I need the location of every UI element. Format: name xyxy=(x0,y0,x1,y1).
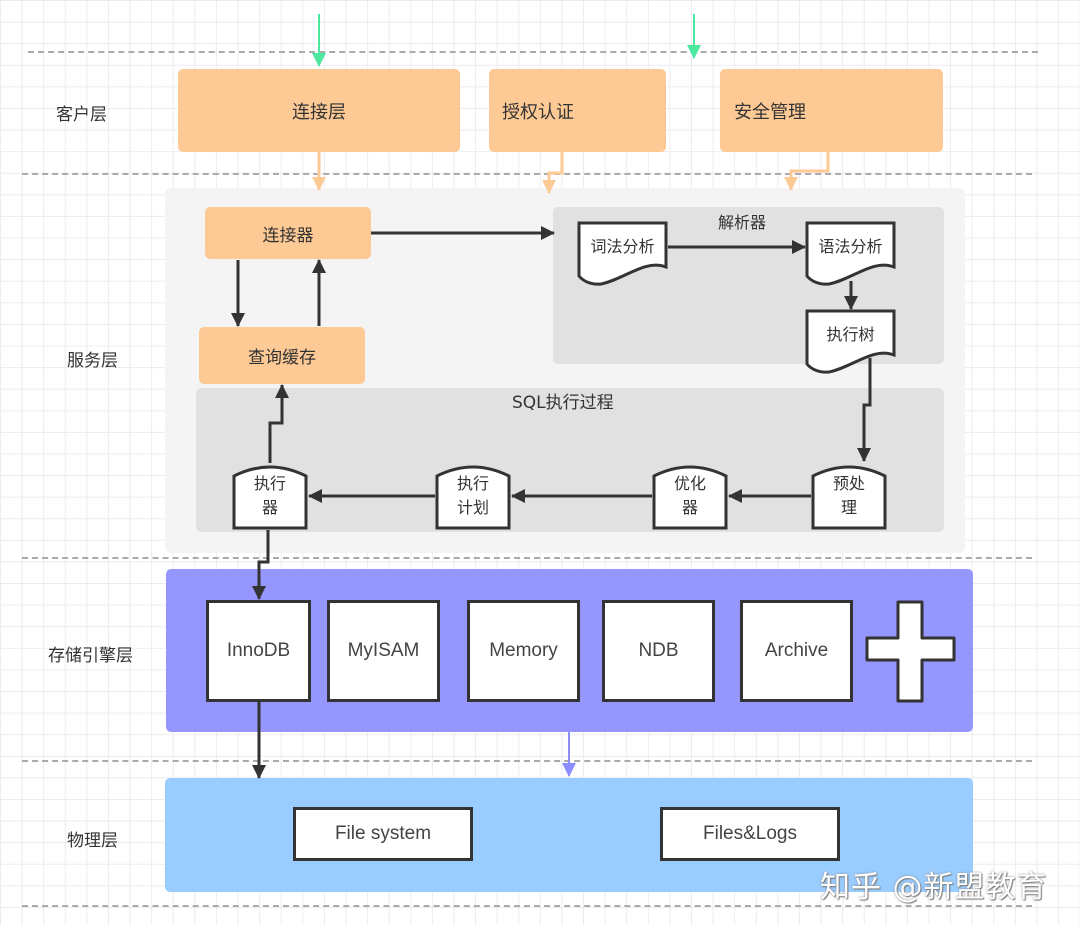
optimizer-label-line2: 器 xyxy=(681,498,698,517)
executor-label: 执行器 xyxy=(254,472,286,520)
client-to-service-arrow-3 xyxy=(784,152,830,191)
document-shape-icon xyxy=(805,221,896,286)
document-shape-icon xyxy=(805,309,896,374)
layer-label-client: 客户层 xyxy=(56,105,107,125)
connection-layer-box[interactable]: 连接层 xyxy=(178,69,460,152)
exec-plan-label: 执行计划 xyxy=(457,472,489,520)
engine-archive[interactable]: Archive xyxy=(740,600,853,702)
executor-label-line1: 执行 xyxy=(253,474,286,493)
connection-layer-label: 连接层 xyxy=(292,101,346,123)
query-cache-box[interactable]: 查询缓存 xyxy=(199,327,365,384)
preprocess-label: 预处理 xyxy=(833,472,865,520)
auth-label: 授权认证 xyxy=(502,101,574,123)
executor-node[interactable]: 执行器 xyxy=(232,462,308,530)
layer-separator xyxy=(22,905,1032,907)
layer-label-storage: 存储引擎层 xyxy=(48,646,133,666)
parser-title: 解析器 xyxy=(718,213,767,232)
lexical-analysis-node[interactable]: 词法分析 xyxy=(577,221,668,287)
files-logs-box[interactable]: Files&Logs xyxy=(660,807,840,861)
preprocess-label-line2: 理 xyxy=(840,498,857,517)
query-cache-label: 查询缓存 xyxy=(248,348,316,368)
executor-to-innodb-arrow xyxy=(252,530,270,600)
plus-icon[interactable] xyxy=(865,600,957,704)
layer-label-service: 服务层 xyxy=(67,351,118,371)
engine-myisam[interactable]: MyISAM xyxy=(327,600,440,702)
connector-box[interactable]: 连接器 xyxy=(205,207,371,259)
syntax-analysis-node[interactable]: 语法分析 xyxy=(805,221,896,287)
layer-separator xyxy=(22,173,1032,175)
syntax-analysis-label: 语法分析 xyxy=(818,237,883,256)
optimizer-label: 优化器 xyxy=(674,472,706,520)
file-system-box[interactable]: File system xyxy=(293,807,473,861)
arch-shape-icon xyxy=(652,465,728,530)
executor-to-cache-arrow xyxy=(268,384,289,463)
preprocess-label-line1: 预处 xyxy=(832,474,865,493)
connector-label: 连接器 xyxy=(262,225,314,246)
tree-to-preprocess-arrow xyxy=(857,358,872,462)
sql-process-title: SQL执行过程 xyxy=(512,393,614,413)
exec-tree-label: 执行树 xyxy=(826,325,875,344)
security-box[interactable]: 安全管理 xyxy=(720,69,943,152)
engine-innodb[interactable]: InnoDB xyxy=(206,600,311,702)
arch-shape-icon xyxy=(435,465,511,530)
watermark: 知乎 @新盟教育 xyxy=(820,870,1048,905)
exec-plan-label-line1: 执行 xyxy=(456,474,489,493)
layer-separator xyxy=(22,557,1032,559)
preprocess-node[interactable]: 预处理 xyxy=(811,462,887,530)
engine-memory[interactable]: Memory xyxy=(467,600,580,702)
arch-shape-icon xyxy=(811,465,887,530)
exec-tree-node[interactable]: 执行树 xyxy=(805,309,896,375)
engine-ndb[interactable]: NDB xyxy=(602,600,715,702)
document-shape-icon xyxy=(577,221,668,286)
optimizer-label-line1: 优化 xyxy=(673,474,706,493)
layer-label-physical: 物理层 xyxy=(67,831,118,851)
arch-shape-icon xyxy=(232,465,308,530)
layer-separator xyxy=(28,51,1038,53)
optimizer-node[interactable]: 优化器 xyxy=(652,462,728,530)
layer-separator xyxy=(22,760,1032,762)
executor-label-line2: 器 xyxy=(261,498,278,517)
auth-box[interactable]: 授权认证 xyxy=(489,69,666,152)
client-to-service-arrow-2 xyxy=(542,152,564,194)
security-label: 安全管理 xyxy=(734,101,806,123)
lexical-analysis-label: 词法分析 xyxy=(590,237,655,256)
exec-plan-node[interactable]: 执行计划 xyxy=(435,462,511,530)
exec-plan-label-line2: 计划 xyxy=(456,498,489,517)
